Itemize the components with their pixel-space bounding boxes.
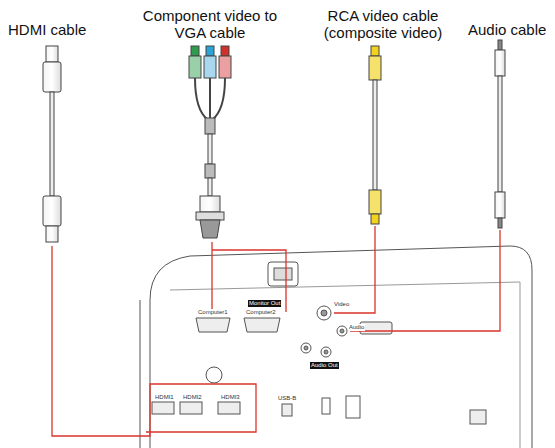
cable-label: Audio cable (468, 22, 546, 39)
port-label: HDMI1 (154, 394, 175, 401)
port-label: HDMI2 (182, 394, 203, 401)
projector-rear-panel (140, 246, 532, 448)
cable-label: Component video to VGA cable (135, 8, 285, 41)
port-label: Computer1 (197, 309, 229, 316)
port-label: USB-B (277, 395, 297, 402)
port-label: Computer2 (245, 309, 277, 316)
port-label: Video (333, 301, 350, 308)
audio-cable (495, 40, 505, 228)
rca-video-cable (369, 46, 381, 224)
component-vga-cable (189, 46, 231, 238)
cable-label: RCA video cable (composite video) (308, 8, 458, 41)
port-label: Audio Out (310, 362, 339, 369)
port-label: HDMI3 (220, 394, 241, 401)
hdmi-cable (43, 46, 61, 242)
port-label: Audio (348, 324, 365, 331)
connection-lines (52, 226, 500, 436)
port-label: Monitor Out (248, 300, 281, 307)
cable-label: HDMI cable (8, 22, 86, 39)
